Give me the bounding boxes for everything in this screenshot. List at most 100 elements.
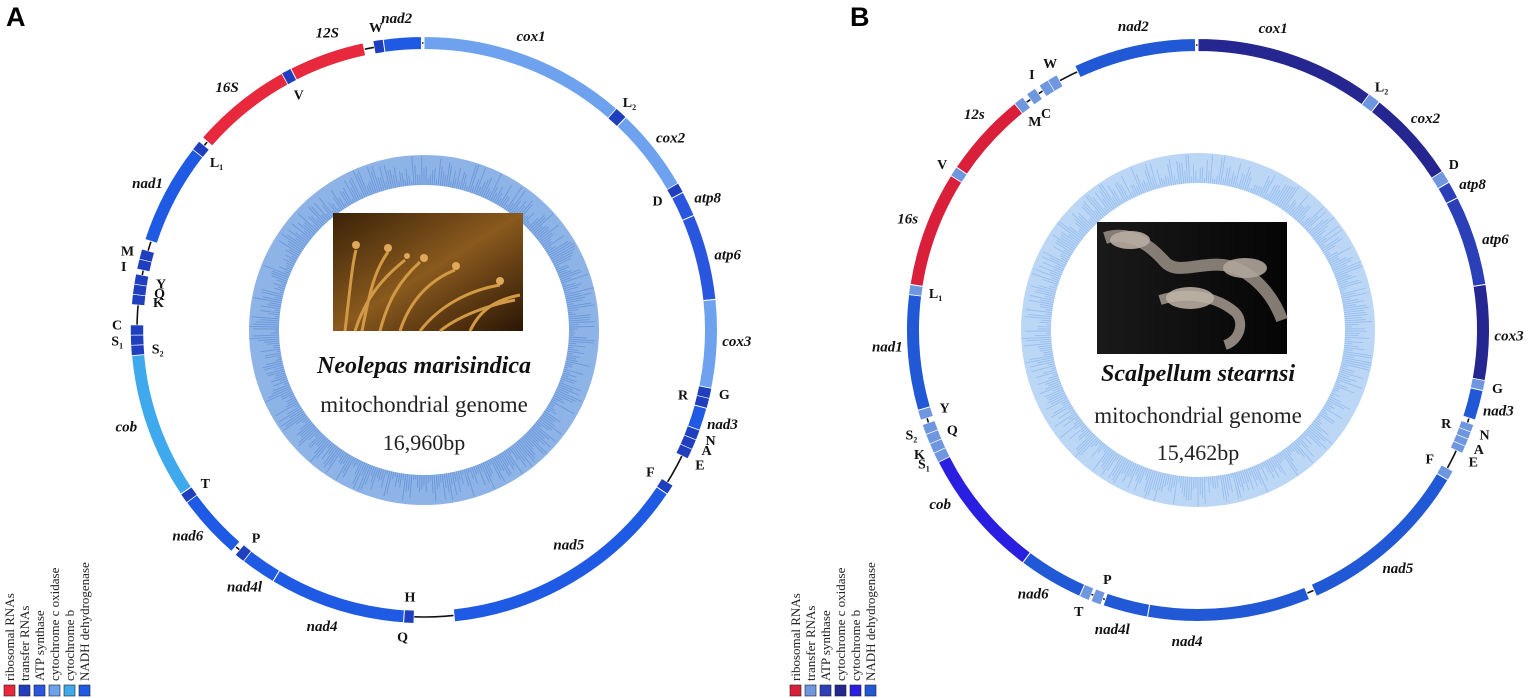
gene-labels: cox1L2cox2Datp8atp6cox3Gnad3NRAEFnad5nad… <box>872 19 1524 650</box>
gc-ring-ticks <box>249 155 596 502</box>
legend-item: ribosomal RNAs <box>2 593 17 697</box>
gene-arc-h <box>403 609 415 624</box>
legend-label: ATP synthase <box>32 610 47 681</box>
gene-arc-cob <box>131 353 193 495</box>
trna-label: A <box>1474 443 1485 458</box>
gene-arc-p <box>1090 588 1106 606</box>
trna-label: T <box>1074 605 1084 620</box>
trna-label: N <box>706 434 716 449</box>
genome-length: 16,960bp <box>383 430 466 455</box>
trna-label: E <box>1469 455 1478 470</box>
trna-label: V <box>937 158 947 173</box>
gene-label: atp6 <box>714 247 741 263</box>
gene-label: nad4 <box>307 619 338 635</box>
legend-swatch <box>78 684 91 697</box>
trna-label: G <box>1492 382 1503 397</box>
legend-item: cytochrome b <box>848 610 863 697</box>
trna-label: W <box>1043 57 1057 72</box>
gene-arc-s2 <box>921 420 939 435</box>
gene-arc-s2 <box>130 344 145 356</box>
gene-arc-y <box>133 273 150 287</box>
gene-arc-cox3 <box>698 298 718 390</box>
trna-label: K <box>914 448 925 463</box>
gene-arc-e <box>1450 440 1466 454</box>
gene-arc-c <box>130 324 144 336</box>
legend-label: NADH dehydrogenase <box>863 562 878 681</box>
gene-arc-cox1 <box>1197 37 1371 106</box>
gene-arc-nad4 <box>272 569 405 624</box>
genome-length: 15,462bp <box>1157 440 1240 465</box>
legend-swatch <box>18 684 31 697</box>
gene-label: atp8 <box>694 191 721 207</box>
legend-item: transfer RNAs <box>803 606 818 697</box>
trna-label: C <box>1041 107 1051 122</box>
legend-swatch <box>63 684 76 697</box>
trna-label: Q <box>947 423 958 438</box>
gene-label: atp8 <box>1459 177 1486 193</box>
trna-label: F <box>1426 453 1435 468</box>
gc-content-ring <box>248 154 600 506</box>
legend-swatch <box>864 684 877 697</box>
gene-label: cox3 <box>722 334 752 350</box>
trna-label: C <box>112 319 122 334</box>
panel-letter: A <box>6 2 26 32</box>
gene-label: cox2 <box>1411 111 1441 127</box>
trna-label: Q <box>397 630 408 645</box>
legend-label: ribosomal RNAs <box>2 593 17 681</box>
gene-arc-nad4l <box>1102 592 1151 618</box>
gene-arc-nad3 <box>1462 387 1484 421</box>
trna-label: S2 <box>152 343 164 359</box>
legend-item: ribosomal RNAs <box>788 593 803 697</box>
gene-arc-cob <box>937 455 1032 564</box>
trna-label: L2 <box>1375 80 1388 96</box>
trna-label: I <box>1029 68 1034 83</box>
trna-label: P <box>1103 573 1112 588</box>
gene-arcs <box>906 37 1490 622</box>
trna-label: F <box>646 466 655 481</box>
trna-label: P <box>252 532 261 547</box>
specimen-photo <box>1097 222 1288 354</box>
trna-label: I <box>121 260 126 275</box>
legend-label: ATP synthase <box>818 610 833 681</box>
trna-label: D <box>652 195 662 210</box>
gene-label: 16s <box>897 212 918 228</box>
gene-label: nad3 <box>707 417 738 433</box>
legend-swatch <box>3 684 16 697</box>
trna-label: Y <box>156 278 166 293</box>
gene-label: nad4l <box>1095 622 1131 638</box>
trna-label: L1 <box>929 287 942 303</box>
gene-arc-l1 <box>192 140 210 158</box>
legend-item: cytochrome c oxidase <box>833 567 848 697</box>
genome-subtitle: mitochondrial genome <box>1094 403 1302 428</box>
legend-label: transfer RNAs <box>803 606 818 681</box>
gene-arc-atp6 <box>1445 196 1487 288</box>
legend-item: transfer RNAs <box>17 606 32 697</box>
trna-label: H <box>405 591 416 606</box>
gene-arc-m <box>138 248 155 263</box>
gene-arc-atp6 <box>681 214 717 302</box>
gene-arc-cox2 <box>616 116 679 191</box>
legend-label: cytochrome b <box>848 610 863 681</box>
trna-label: M <box>1028 115 1041 130</box>
trna-label: E <box>695 459 704 474</box>
gc-ring-ticks <box>1022 154 1372 506</box>
gene-label: cox1 <box>517 29 546 45</box>
gene-label: nad4 <box>1172 634 1203 650</box>
legend-swatch <box>789 684 802 697</box>
legend-swatch <box>804 684 817 697</box>
gene-arc-e <box>675 443 693 460</box>
legend-swatch <box>849 684 862 697</box>
legend-item: cytochrome c oxidase <box>47 567 62 697</box>
gene-arc-16s <box>909 174 963 288</box>
legend-item: ATP synthase <box>818 610 833 697</box>
trna-label: M <box>121 245 134 260</box>
legend-item: NADH dehydrogenase <box>77 562 92 697</box>
trna-label: R <box>1441 417 1452 432</box>
gene-label: cob <box>115 420 137 436</box>
gene-label: cox1 <box>1259 21 1288 37</box>
